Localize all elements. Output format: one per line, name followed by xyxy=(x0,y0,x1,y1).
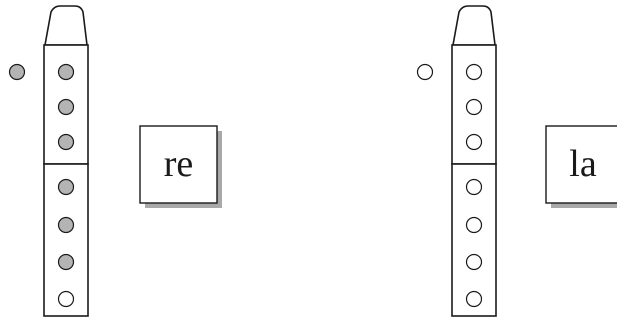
note-label-la: la xyxy=(545,125,617,208)
finger-hole-closed xyxy=(57,63,75,81)
note-label-text: re xyxy=(164,143,194,185)
finger-hole-open xyxy=(465,178,483,196)
finger-hole-closed xyxy=(57,178,75,196)
thumb-hole-open xyxy=(416,63,434,81)
finger-hole-open xyxy=(57,290,75,308)
recorder-re xyxy=(8,5,89,317)
finger-hole-open xyxy=(465,216,483,234)
finger-hole-open xyxy=(465,290,483,308)
label-box xyxy=(139,125,218,204)
finger-hole-open xyxy=(465,63,483,81)
label-box xyxy=(545,125,617,204)
thumb-hole-closed xyxy=(8,63,26,81)
finger-hole-open xyxy=(465,98,483,116)
finger-hole-open xyxy=(465,253,483,271)
finger-hole-closed xyxy=(57,253,75,271)
note-label-text: la xyxy=(569,143,597,185)
recorder-la xyxy=(416,5,497,317)
recorder-mouthpiece xyxy=(452,5,496,46)
finger-hole-closed xyxy=(57,133,75,151)
finger-hole-closed xyxy=(57,216,75,234)
finger-hole-closed xyxy=(57,98,75,116)
finger-hole-open xyxy=(465,133,483,151)
recorder-mouthpiece xyxy=(44,5,88,46)
note-label-re: re xyxy=(139,125,222,208)
